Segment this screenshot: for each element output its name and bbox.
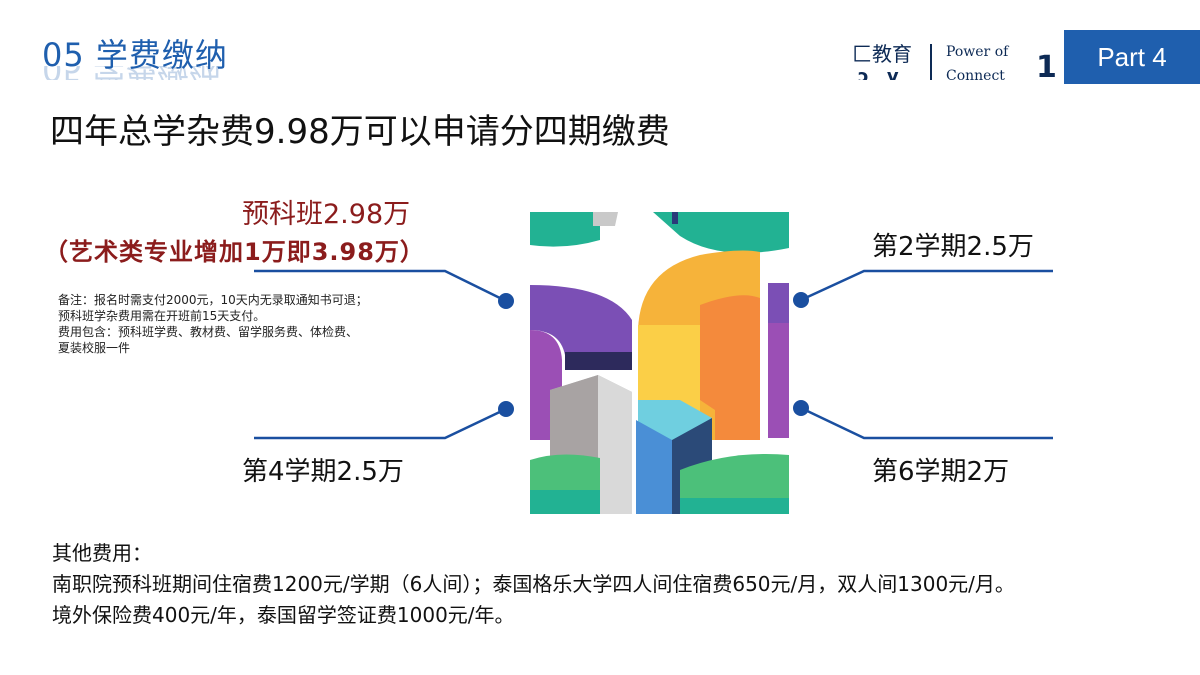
part-badge: Part 4 [1064,30,1200,84]
semester-2-label: 第2学期2.5万 [872,232,1034,262]
semester-6-label: 第6学期2万 [872,457,1010,487]
node-dot-sem4 [498,401,514,417]
semester-4-label: 第4学期2.5万 [242,457,404,487]
decorative-art [530,212,789,514]
prep-subtitle: （艺术类专业增加1万即3.98万） [44,238,425,266]
logo-divider [930,44,932,80]
logo-graphic: ɔ v [858,66,905,80]
note-line: 备注：报名时需支付2000元，10天内无录取通知书可退； [58,293,368,307]
other-fees-line: 南职院预科班期间住宿费1200元/学期（6人间）；泰国格乐大学四人间住宿费650… [52,572,1015,596]
logo-en-line1: Power of [946,44,1009,60]
other-fees: 其他费用： 南职院预科班期间住宿费1200元/学期（6人间）；泰国格乐大学四人间… [52,538,1015,631]
note-line: 费用包含：预科班学费、教材费、留学服务费、体检费、 [58,325,359,339]
node-dot-sem6 [793,400,809,416]
logo-cn-text: 匚教育 [852,42,912,66]
node-dot-sem2 [793,292,809,308]
note-line: 夏装校服一件 [58,341,131,355]
page-headline: 四年总学杂费9.98万可以申请分四期缴费 [50,112,670,152]
connector-prep [254,269,507,303]
other-fees-title: 其他费用： [52,541,152,565]
section-title: 05 学费缴纳 [42,36,228,74]
prep-title: 预科班2.98万 [242,199,411,230]
connector-sem6 [800,406,1053,440]
node-dot-prep [498,293,514,309]
logo-en-line2: Connect [946,68,1005,84]
logo-mark: 1 [1036,50,1057,85]
connector-sem4 [254,407,507,440]
note-line: 预科班学杂费用需在开班前15天支付。 [58,309,266,323]
other-fees-line: 境外保险费400元/年，泰国留学签证费1000元/年。 [52,603,515,627]
connector-sem2 [800,269,1053,302]
prep-notes: 备注：报名时需支付2000元，10天内无录取通知书可退； 预科班学杂费用需在开班… [58,292,498,356]
